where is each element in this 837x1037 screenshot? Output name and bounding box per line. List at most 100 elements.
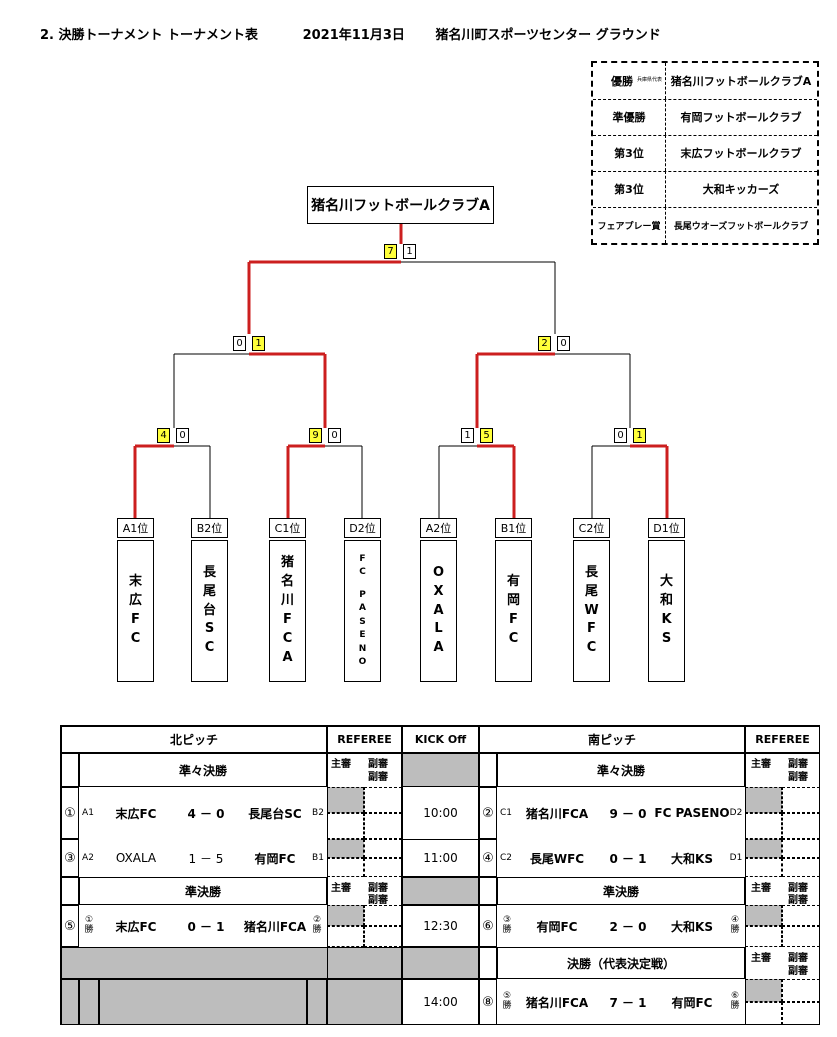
final-score-left: 7 — [384, 244, 397, 259]
chief-referee-label: 主審 — [751, 759, 771, 770]
team-position-label: C1位 — [269, 518, 306, 538]
referee-slot — [364, 813, 402, 839]
result-note: 兵庫県代表 — [637, 77, 663, 83]
match-score: 2 － 0 — [609, 919, 647, 934]
team-name-char: X — [433, 583, 444, 599]
referee-slot — [327, 787, 364, 813]
match-score: 0 － 1 — [187, 919, 225, 934]
shaded-cell — [307, 979, 327, 1025]
team-right: FC PASENO — [654, 806, 730, 820]
blank-cell — [479, 947, 497, 979]
result-team: 猪名川フットボールクラブA — [670, 75, 812, 88]
team-name-char: K — [661, 612, 672, 627]
team-left: 長尾WFC — [529, 851, 585, 866]
team-left: 末広FC — [115, 919, 157, 934]
referee-slot — [782, 787, 820, 813]
team-name-char: A — [433, 602, 444, 618]
referee-header: REFEREE — [745, 726, 820, 753]
north-pitch-header: 北ピッチ — [61, 726, 327, 753]
result-row-third-1: 第3位 末広フットボールクラブ — [593, 135, 817, 172]
team-position-label: B1位 — [495, 518, 532, 538]
referee-slot — [782, 979, 820, 1002]
result-label: 準優勝 — [593, 99, 666, 135]
sf-title: 準決勝 — [497, 877, 745, 905]
seed-position: B1 — [312, 853, 324, 863]
assistant-referee-label: 副審 — [368, 883, 388, 894]
match-score: 7 － 1 — [609, 995, 647, 1010]
semi1-score-left: 0 — [233, 336, 246, 351]
qf-title: 準々決勝 — [79, 753, 327, 787]
page-header: 2. 決勝トーナメント トーナメント表 2021年11月3日 猪名川町スポーツセ… — [40, 24, 679, 43]
result-row-third-2: 第3位 大和キッカーズ — [593, 171, 817, 208]
assistant-referee-label: 副審 — [788, 883, 808, 894]
assistant-referee-label: 副審 — [788, 953, 808, 964]
team-left: 有岡FC — [536, 919, 578, 934]
assistant-referee-label: 副審 — [368, 759, 388, 770]
final-score-right: 1 — [403, 244, 416, 259]
referee-slot — [782, 813, 820, 839]
team-right: 有岡FC — [254, 851, 296, 866]
team-left: 末広FC — [115, 806, 157, 821]
team-name-char: 岡 — [506, 593, 520, 609]
qf4-score-left: 0 — [614, 428, 627, 443]
referee-slot — [745, 979, 782, 1002]
kickoff-time: 10:00 — [402, 787, 479, 839]
referee-slot — [364, 926, 402, 947]
shaded-cell — [402, 753, 479, 787]
team-right: 大和KS — [671, 851, 713, 866]
team-name-char: O — [432, 564, 445, 580]
team-position-label: B2位 — [191, 518, 228, 538]
team-left: 猪名川FCA — [525, 806, 589, 821]
seed-position: C2 — [499, 853, 512, 863]
referee-slot — [782, 905, 820, 926]
result-label: 優勝 — [593, 63, 666, 99]
referee-slot — [327, 926, 364, 947]
team-right: 猪名川FCA — [243, 919, 307, 934]
match-score: 1 － 5 — [188, 851, 224, 866]
team-name-char: W — [584, 602, 599, 618]
kickoff-header: KICK Off — [402, 726, 479, 753]
final-title: 決勝（代表決定戦） — [497, 947, 745, 979]
match-number: ⑥ — [479, 905, 497, 947]
team-name-char: 広 — [128, 593, 142, 609]
kickoff-time: 12:30 — [402, 905, 479, 947]
team-name-char: C — [508, 630, 519, 646]
chief-referee-label: 主審 — [751, 883, 771, 894]
qf2-score-right: 0 — [328, 428, 341, 443]
shaded-cell — [99, 979, 307, 1025]
referee-slot — [782, 1002, 820, 1025]
qf2-score-left: 9 — [309, 428, 322, 443]
team-name-char: E — [359, 630, 366, 640]
match-number: ④ — [479, 839, 497, 877]
chief-referee-label: 主審 — [331, 759, 351, 770]
qf1-score-right: 0 — [176, 428, 189, 443]
result-label: 第3位 — [593, 135, 666, 171]
team-name-char: 長 — [202, 564, 216, 580]
referee-slot — [745, 858, 782, 877]
result-label: 第3位 — [593, 171, 666, 207]
referee-slot — [364, 787, 402, 813]
team-position-label: A1位 — [117, 518, 154, 538]
qf-title: 準々決勝 — [497, 753, 745, 787]
referee-header: REFEREE — [327, 726, 402, 753]
team-position-label: A2位 — [420, 518, 457, 538]
team-name-char: S — [204, 621, 215, 637]
match-number: ① — [61, 787, 79, 839]
seed-position: D2 — [729, 808, 743, 818]
shaded-cell — [61, 947, 402, 979]
referee-slot — [745, 905, 782, 926]
team-name-char: F — [283, 612, 292, 627]
team-right: 大和KS — [671, 919, 713, 934]
team-name-char: 尾 — [584, 583, 598, 599]
team-name-char: 川 — [280, 593, 294, 609]
assistant-referee-label: 副審 — [368, 772, 388, 783]
result-row-fairplay: フェアプレー賞 長尾ウオーズフットボールクラブ — [593, 207, 817, 243]
